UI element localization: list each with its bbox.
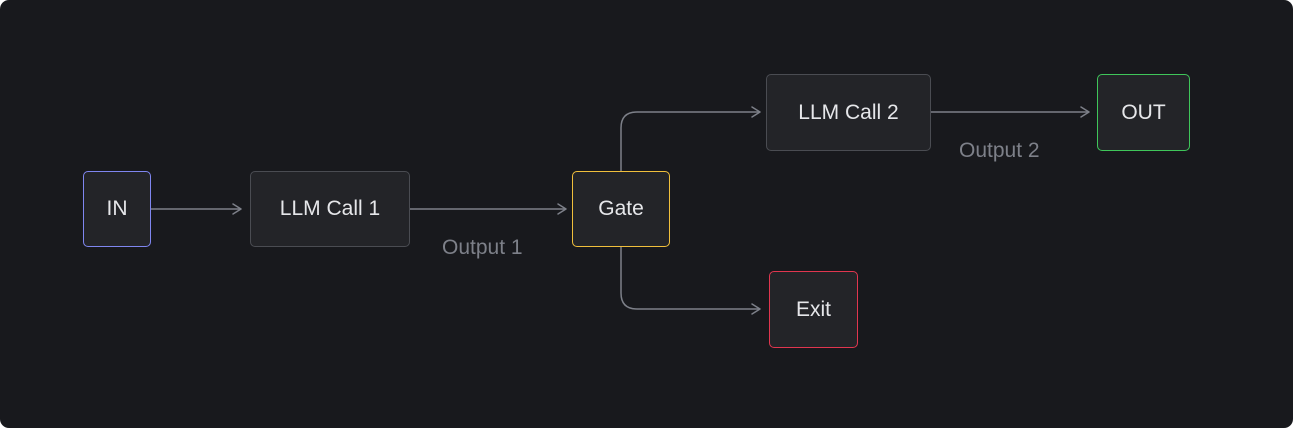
exit-node-label: Exit <box>795 297 831 321</box>
llm-call-1-node-label: LLM Call 1 <box>279 197 381 220</box>
out-node-label: OUT <box>1121 100 1166 124</box>
in-node-label: IN <box>106 197 128 220</box>
gate-node: Gate <box>572 171 670 247</box>
gate-node-label: Gate <box>598 197 644 220</box>
exit-node: Exit <box>769 271 858 348</box>
edge-gate-to-llm-call-2 <box>620 106 761 171</box>
output-2-label: Output 2 <box>959 139 1040 162</box>
out-node: OUT <box>1097 74 1190 151</box>
output-1-label: Output 1 <box>442 236 523 259</box>
llm-call-1-node: LLM Call 1 <box>250 171 410 247</box>
llm-call-2-node: LLM Call 2 <box>766 74 931 151</box>
llm-call-2-node-label: LLM Call 2 <box>798 100 899 124</box>
in-node: IN <box>83 171 151 247</box>
edge-gate-to-exit <box>620 247 761 315</box>
